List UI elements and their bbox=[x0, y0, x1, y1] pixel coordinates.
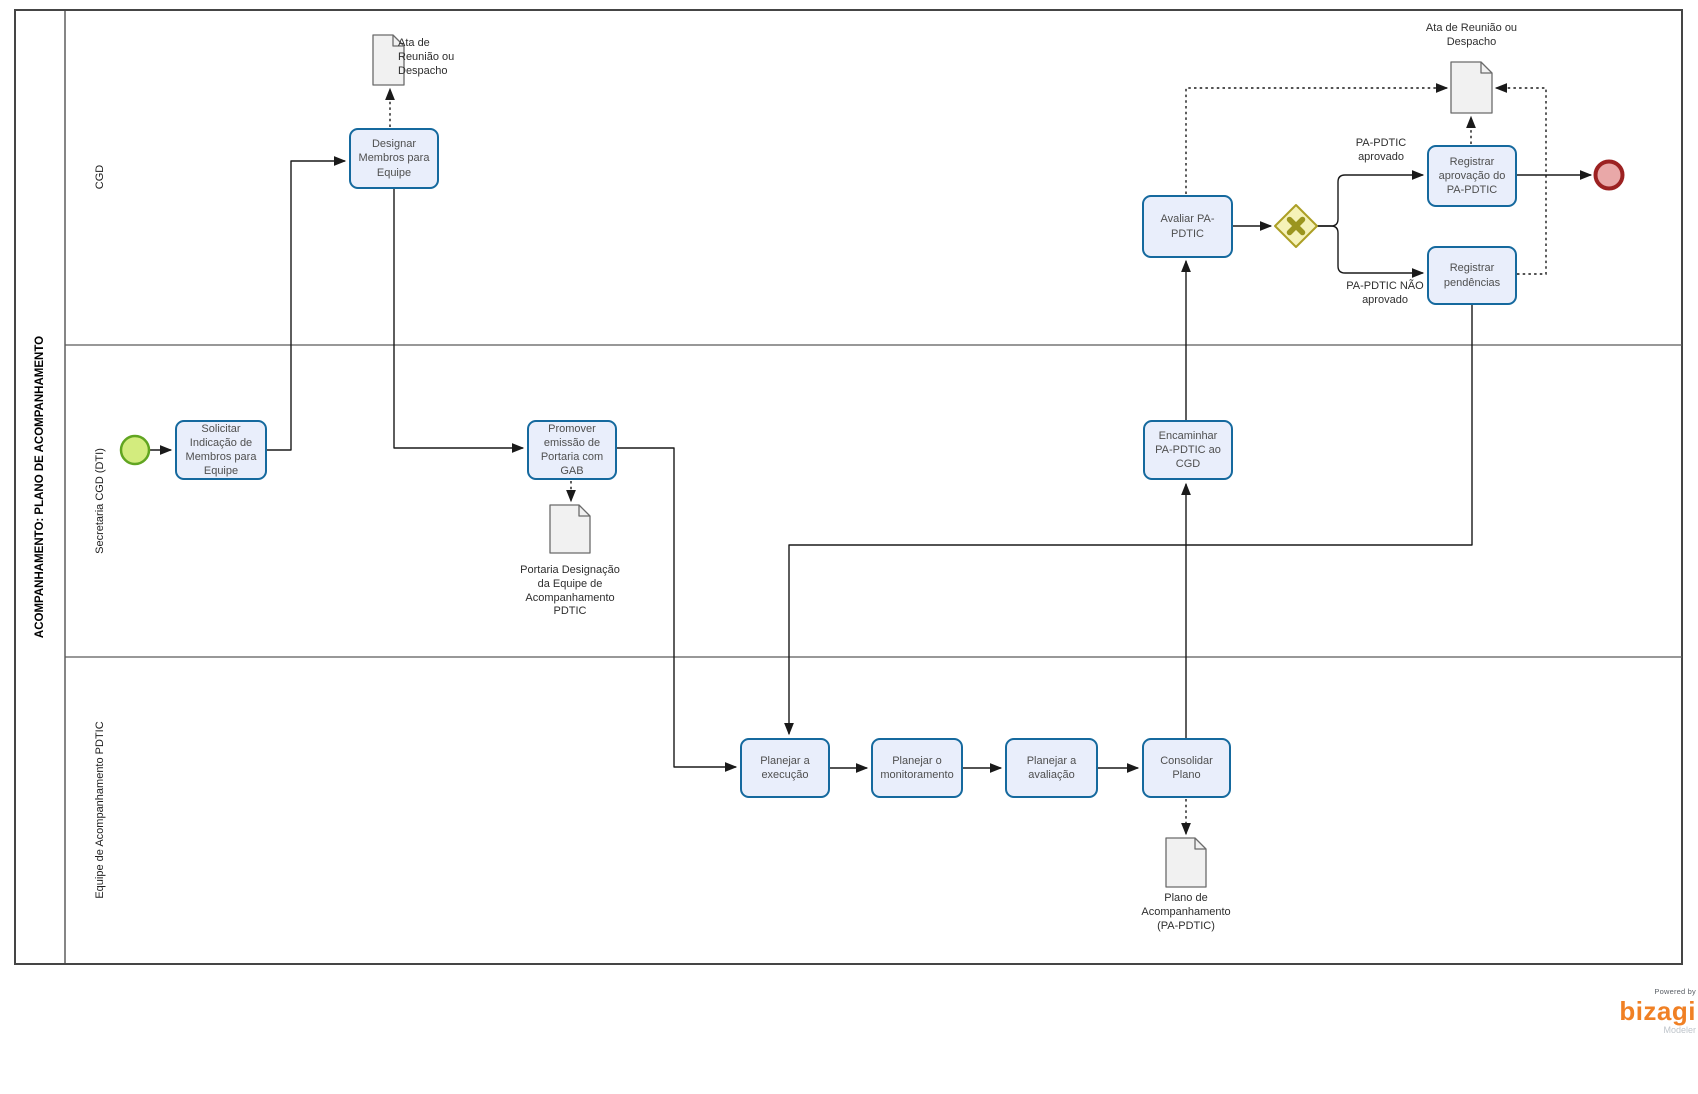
end-event[interactable] bbox=[1593, 159, 1625, 191]
task-planejar-avaliacao[interactable]: Planejar a avaliação bbox=[1005, 738, 1098, 798]
document-ata-reuniao-2[interactable] bbox=[1450, 61, 1493, 114]
flow-designar-to-promover bbox=[393, 189, 525, 453]
lane-label-secretaria: Secretaria CGD (DTI) bbox=[94, 448, 106, 554]
label-document-plano: Plano de Acompanhamento (PA-PDTIC) bbox=[1141, 892, 1231, 932]
flow-gateway-to-registrar-pendencias bbox=[1316, 225, 1425, 278]
document-plano[interactable] bbox=[1165, 837, 1207, 888]
gateway-x-icon bbox=[1286, 216, 1306, 236]
flow-solicitar-to-designar bbox=[267, 156, 347, 451]
bizagi-modeler-text: Modeler bbox=[1663, 1024, 1696, 1035]
flow-promover-to-planejar-execucao bbox=[617, 447, 738, 772]
document-portaria[interactable] bbox=[549, 504, 591, 554]
pool-border bbox=[14, 9, 1683, 965]
label-pa-pdtic-nao-aprovado: PA-PDTIC NÃO aprovado bbox=[1346, 280, 1424, 306]
assoc-avaliar-to-ata2 bbox=[1185, 83, 1449, 194]
task-consolidar-plano[interactable]: Consolidar Plano bbox=[1142, 738, 1231, 798]
flow-gateway-to-registrar-aprovacao bbox=[1316, 170, 1425, 227]
task-registrar-aprovacao[interactable]: Registrar aprovação do PA-PDTIC bbox=[1427, 145, 1517, 207]
powered-by-text: Powered by bbox=[1654, 987, 1696, 996]
bizagi-logo: Powered by bizagi Modeler bbox=[1598, 988, 1696, 1035]
bizagi-brand-text: bizagi bbox=[1619, 995, 1696, 1026]
task-solicitar-indicacao[interactable]: Solicitar Indicação de Membros para Equi… bbox=[175, 420, 267, 480]
flow-registrar-pendencias-to-planejar-execucao bbox=[784, 305, 1473, 736]
lane-label-cgd: CGD bbox=[94, 164, 106, 190]
task-promover-emissao[interactable]: Promover emissão de Portaria com GAB bbox=[527, 420, 617, 480]
task-encaminhar-pa-pdtic[interactable]: Encaminhar PA-PDTIC ao CGD bbox=[1143, 420, 1233, 480]
lane-label-equipe: Equipe de Acompanhamento PDTIC bbox=[94, 721, 106, 899]
exclusive-gateway[interactable] bbox=[1274, 204, 1318, 248]
task-registrar-pendencias[interactable]: Registrar pendências bbox=[1427, 246, 1517, 305]
label-document-ata-reuniao-1: Ata de Reunião ou Despacho bbox=[398, 37, 455, 77]
assoc-registrar-pendencias-to-ata2 bbox=[1494, 83, 1547, 275]
document-ata-reuniao-1[interactable] bbox=[372, 34, 405, 86]
label-document-portaria: Portaria Designação da Equipe de Acompan… bbox=[520, 564, 620, 618]
task-planejar-execucao[interactable]: Planejar a execução bbox=[740, 738, 830, 798]
task-avaliar-pa-pdtic[interactable]: Avaliar PA-PDTIC bbox=[1142, 195, 1233, 258]
label-document-ata-reuniao-2: Ata de Reunião ou Despacho bbox=[1425, 22, 1518, 48]
task-designar-membros[interactable]: Designar Membros para Equipe bbox=[349, 128, 439, 189]
label-pa-pdtic-aprovado: PA-PDTIC aprovado bbox=[1355, 137, 1407, 163]
pool-title: ACOMPANHAMENTO: PLANO DE ACOMPANHAMENTO bbox=[34, 335, 46, 639]
task-planejar-monitoramento[interactable]: Planejar o monitoramento bbox=[871, 738, 963, 798]
start-event[interactable] bbox=[119, 434, 151, 466]
